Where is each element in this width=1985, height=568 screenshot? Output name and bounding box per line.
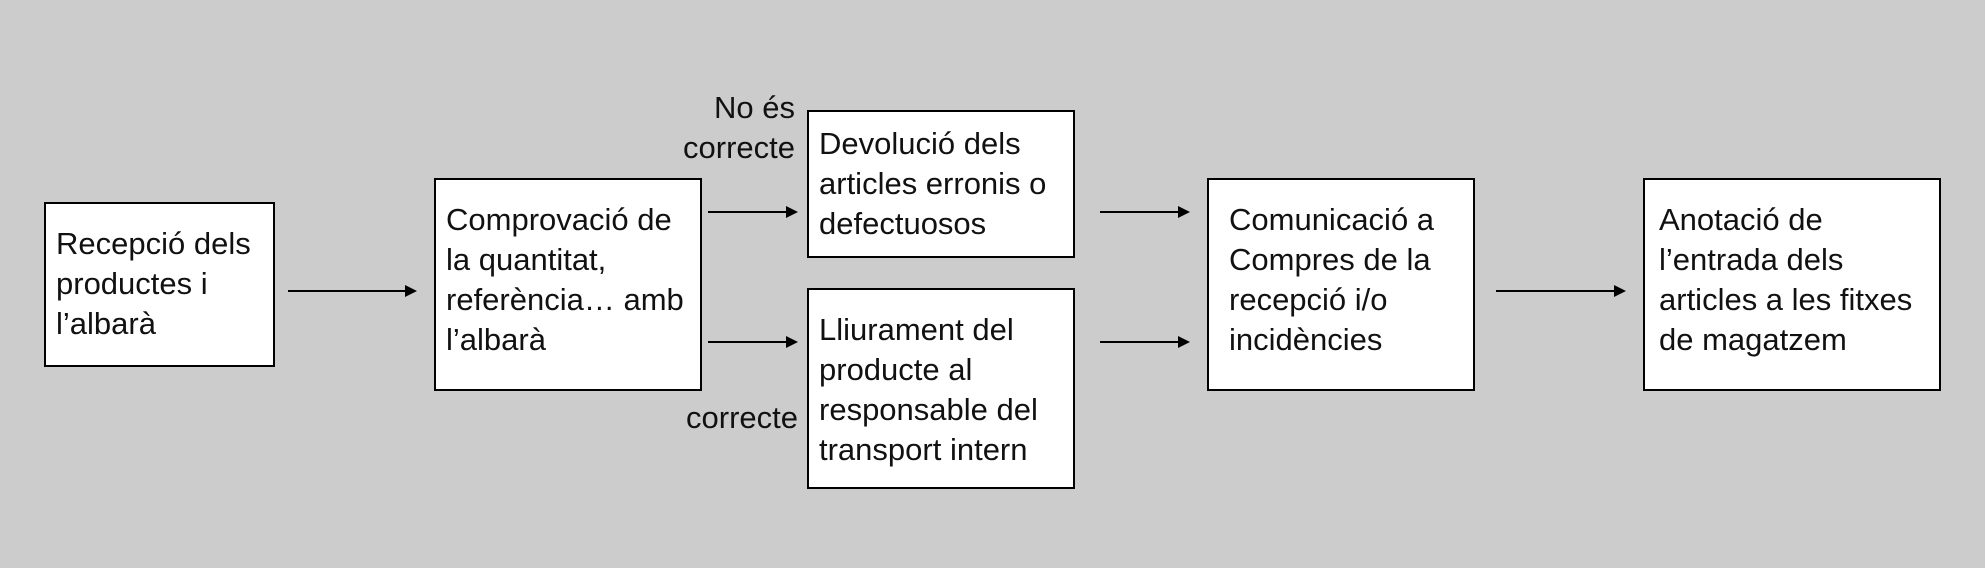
label-correct-text: correcte bbox=[686, 400, 798, 435]
node-notify-purchasing-text: Comunicació a Compres de la recepció i/o… bbox=[1229, 202, 1435, 357]
label-not-correct: No és correcte bbox=[660, 88, 795, 168]
node-notify-purchasing: Comunicació a Compres de la recepció i/o… bbox=[1207, 178, 1475, 391]
node-deliver-product: Lliurament del producte al responsable d… bbox=[807, 288, 1075, 489]
node-deliver-product-text: Lliurament del producte al responsable d… bbox=[819, 312, 1038, 467]
node-check-text: Comprovació de la quantitat, referència…… bbox=[446, 202, 684, 357]
node-return-items-text: Devolució dels articles erronis o defect… bbox=[819, 126, 1047, 241]
node-return-items: Devolució dels articles erronis o defect… bbox=[807, 110, 1075, 258]
node-check: Comprovació de la quantitat, referència…… bbox=[434, 178, 702, 391]
node-reception-text: Recepció dels productes i l’albarà bbox=[56, 226, 251, 341]
label-correct: correcte bbox=[650, 398, 798, 438]
node-record-entry: Anotació de l’entrada dels articles a le… bbox=[1643, 178, 1941, 391]
label-not-correct-text: No és correcte bbox=[683, 90, 795, 165]
node-reception: Recepció dels productes i l’albarà bbox=[44, 202, 275, 367]
node-record-entry-text: Anotació de l’entrada dels articles a le… bbox=[1659, 202, 1913, 357]
